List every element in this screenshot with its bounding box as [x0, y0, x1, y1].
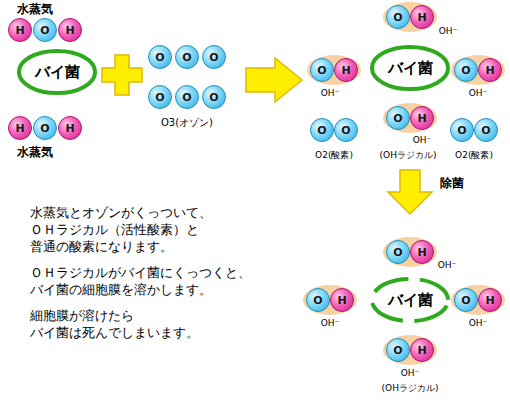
atom-symbol: O	[393, 12, 402, 23]
annotation-label: (OHラジカル)	[380, 151, 437, 161]
atom-symbol: O	[481, 125, 490, 136]
hydrogen-atom: H	[58, 116, 82, 140]
hydrogen-atom: H	[478, 58, 502, 82]
hydrogen-atom: H	[410, 338, 434, 362]
oxygen-atom: O	[454, 58, 478, 82]
oxygen-atom: O	[175, 85, 199, 109]
atom-symbol: O	[182, 52, 191, 63]
process-arrow	[246, 58, 302, 102]
oxygen-atom: O	[310, 58, 334, 82]
atom-symbol: O	[182, 92, 191, 103]
oxygen-atom: O	[33, 116, 57, 140]
oxygen-atom: O	[450, 118, 474, 142]
atom-symbol: O	[393, 247, 402, 258]
atom-symbol: O	[40, 25, 49, 36]
annotation-label: OH⁻	[439, 27, 458, 37]
oxygen-atom: O	[202, 45, 226, 69]
atom-symbol: H	[417, 247, 426, 258]
oxygen-atom: O	[386, 106, 410, 130]
atom-symbol: O	[209, 92, 218, 103]
atom-symbol: O	[317, 65, 326, 76]
hydrogen-atom: H	[410, 240, 434, 264]
explanation-line: 普通の酸素になります。	[30, 240, 173, 254]
plus-sign	[102, 55, 142, 95]
oxygen-atom: O	[386, 5, 410, 29]
oxygen-atom: O	[386, 338, 410, 362]
annotation-label: OH⁻	[401, 369, 420, 379]
annotation-label: 除菌	[440, 177, 464, 190]
explanation-line: 水蒸気とオゾンがくっついて、	[30, 206, 212, 220]
annotation-label: O2(酸素)	[455, 151, 493, 161]
annotation-label: 水蒸気	[17, 3, 53, 16]
atom-symbol: O	[393, 113, 402, 124]
oxygen-atom: O	[33, 18, 57, 42]
bacteria-cell: バイ菌	[16, 48, 98, 96]
atom-symbol: O	[461, 65, 470, 76]
oxygen-atom: O	[474, 118, 498, 142]
oxygen-atom: O	[386, 240, 410, 264]
hydrogen-atom: H	[330, 288, 354, 312]
atom-symbol: O	[341, 125, 350, 136]
annotation-label: OH⁻	[469, 89, 488, 99]
hydrogen-atom: H	[478, 288, 502, 312]
annotation-label: OH⁻	[321, 319, 340, 329]
atom-symbol: H	[417, 345, 426, 356]
cell-name: バイ菌	[388, 59, 433, 78]
annotation-label: OH⁻	[321, 89, 340, 99]
hydrogen-atom: H	[410, 5, 434, 29]
hydrogen-atom: H	[8, 116, 32, 140]
atom-symbol: H	[417, 12, 426, 23]
atom-symbol: H	[65, 123, 74, 134]
hydrogen-atom: H	[410, 106, 434, 130]
annotation-label: (OHラジカル)	[382, 384, 439, 394]
oxygen-atom: O	[175, 45, 199, 69]
atom-symbol: O	[393, 345, 402, 356]
atom-symbol: H	[485, 65, 494, 76]
atom-symbol: H	[65, 25, 74, 36]
annotation-label: O2(酸素)	[315, 151, 353, 161]
oxygen-atom: O	[306, 288, 330, 312]
annotation-label: OH⁻	[413, 136, 432, 146]
oxygen-atom: O	[148, 85, 172, 109]
explanation-line: ＯＨラジカル（活性酸素）と	[30, 223, 199, 237]
atom-symbol: O	[457, 125, 466, 136]
annotation-label: OH⁻	[469, 319, 488, 329]
cell-name: バイ菌	[388, 291, 433, 310]
atom-symbol: O	[155, 92, 164, 103]
explanation-line: バイ菌の細胞膜を溶かします。	[30, 283, 212, 297]
explanation-line: 細胞膜が溶けたら	[30, 309, 134, 323]
radical-halo	[303, 2, 505, 365]
atom-symbol: O	[313, 295, 322, 306]
bacteria-cell: バイ菌	[369, 276, 451, 324]
atom-symbol: H	[337, 295, 346, 306]
oxygen-atom: O	[454, 288, 478, 312]
annotation-label: OH⁻	[438, 261, 457, 271]
hydrogen-atom: H	[8, 18, 32, 42]
explanation-line: バイ菌は死んでしまいます。	[30, 326, 199, 340]
oxygen-atom: O	[334, 118, 358, 142]
atom-symbol: H	[15, 123, 24, 134]
atom-symbol: O	[461, 295, 470, 306]
atom-symbol: H	[417, 113, 426, 124]
oxygen-atom: O	[202, 85, 226, 109]
hydrogen-atom: H	[58, 18, 82, 42]
cell-name: バイ菌	[35, 63, 80, 82]
hydrogen-atom: H	[334, 58, 358, 82]
annotation-label: 水蒸気	[17, 146, 53, 159]
atom-symbol: H	[341, 65, 350, 76]
atom-symbol: O	[40, 123, 49, 134]
annotation-label: O3(オゾン)	[161, 117, 213, 128]
atom-symbol: O	[317, 125, 326, 136]
oxygen-atom: O	[310, 118, 334, 142]
explanation-line: ＯＨラジカルがバイ菌にくっつくと、	[30, 266, 251, 280]
atom-symbol: H	[15, 25, 24, 36]
atom-symbol: O	[155, 52, 164, 63]
atom-symbol: O	[209, 52, 218, 63]
process-arrow	[388, 170, 432, 214]
bacteria-cell: バイ菌	[369, 44, 451, 92]
oxygen-atom: O	[148, 45, 172, 69]
atom-symbol: H	[485, 295, 494, 306]
